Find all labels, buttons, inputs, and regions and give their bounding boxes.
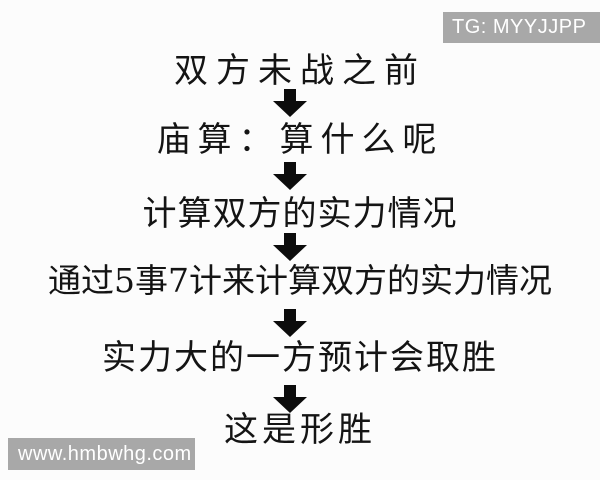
arrow-down-icon xyxy=(272,309,308,337)
flow-step-5: 实力大的一方预计会取胜 xyxy=(102,338,498,378)
watermark-telegram-label: TG: MYYJJPP xyxy=(452,16,587,38)
watermark-website: www.hmbwhg.com xyxy=(8,438,195,470)
arrow-down-icon xyxy=(272,385,308,413)
arrow-down-icon xyxy=(272,162,308,190)
flow-step-4: 通过5事7计来计算双方的实力情况 xyxy=(48,261,552,300)
watermark-telegram: TG: MYYJJPP xyxy=(443,12,600,43)
flow-step-1: 双方未战之前 xyxy=(174,51,426,91)
flow-step-6: 这是形胜 xyxy=(224,410,376,450)
watermark-website-label: www.hmbwhg.com xyxy=(18,443,192,465)
arrow-down-icon xyxy=(272,89,308,117)
flow-step-3: 计算双方的实力情况 xyxy=(142,194,458,234)
arrow-down-icon xyxy=(272,233,308,261)
flow-step-2: 庙算：算什么呢 xyxy=(156,120,444,160)
